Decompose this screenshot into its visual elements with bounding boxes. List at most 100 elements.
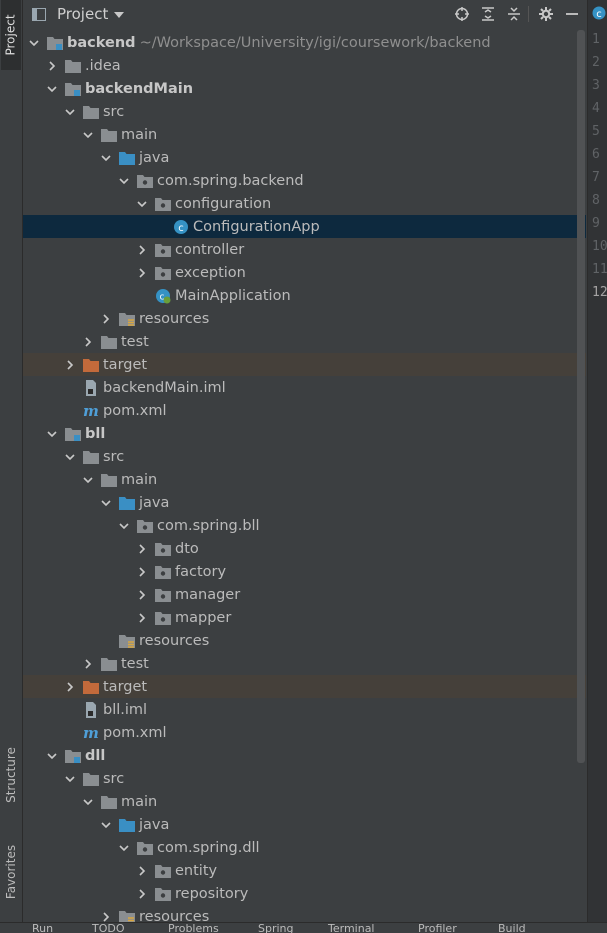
collapse-all-icon[interactable] <box>505 5 523 23</box>
chevron-down-icon[interactable] <box>45 427 59 441</box>
tree-row-test[interactable]: test <box>23 652 586 675</box>
tree-row-java[interactable]: java <box>23 146 586 169</box>
chevron-down-icon[interactable] <box>81 795 95 809</box>
tree-row-backendmain[interactable]: backendMain <box>23 77 586 100</box>
chevron-right-icon[interactable] <box>81 335 95 349</box>
panel-title[interactable]: Project <box>57 5 109 23</box>
tree-row-configuration[interactable]: configuration <box>23 192 586 215</box>
tree-row-target[interactable]: target <box>23 675 586 698</box>
chevron-right-icon[interactable] <box>63 680 77 694</box>
tree-row-exception[interactable]: exception <box>23 261 586 284</box>
chevron-right-icon[interactable] <box>135 588 149 602</box>
folder-icon <box>101 794 117 810</box>
tree-row-resources[interactable]: resources <box>23 905 586 922</box>
tool-window-todo[interactable]: TODO <box>92 922 125 933</box>
tree-row-factory[interactable]: factory <box>23 560 586 583</box>
chevron-down-icon[interactable] <box>114 6 125 22</box>
chevron-down-icon[interactable] <box>81 128 95 142</box>
chevron-down-icon[interactable] <box>63 105 77 119</box>
tree-row-mapper[interactable]: mapper <box>23 606 586 629</box>
chevron-down-icon[interactable] <box>99 151 113 165</box>
tool-window-profiler[interactable]: Profiler <box>418 922 457 933</box>
tool-window-run[interactable]: Run <box>32 922 54 933</box>
chevron-right-icon[interactable] <box>99 312 113 326</box>
tree-row-bll-iml[interactable]: bll.iml <box>23 698 586 721</box>
header-divider <box>528 6 529 22</box>
tree-row-main[interactable]: main <box>23 123 586 146</box>
tree-row-bll[interactable]: bll <box>23 422 586 445</box>
tree-item-label: src <box>103 770 125 787</box>
project-tool-tab[interactable]: Project <box>1 0 21 70</box>
tree-scrollbar[interactable] <box>577 30 585 763</box>
chevron-right-icon[interactable] <box>135 887 149 901</box>
tree-row-main[interactable]: main <box>23 790 586 813</box>
chevron-down-icon[interactable] <box>99 496 113 510</box>
tree-row-controller[interactable]: controller <box>23 238 586 261</box>
tool-window-problems[interactable]: Problems <box>168 922 219 933</box>
tree-row-com-spring-bll[interactable]: com.spring.bll <box>23 514 586 537</box>
tree-row-backendmain-iml[interactable]: backendMain.iml <box>23 376 586 399</box>
chevron-right-icon[interactable] <box>135 542 149 556</box>
chevron-down-icon[interactable] <box>117 841 131 855</box>
tree-row-java[interactable]: java <box>23 491 586 514</box>
chevron-down-icon[interactable] <box>117 519 131 533</box>
chevron-down-icon[interactable] <box>99 818 113 832</box>
chevron-right-icon[interactable] <box>45 59 59 73</box>
tree-row-com-spring-dll[interactable]: com.spring.dll <box>23 836 586 859</box>
chevron-down-icon[interactable] <box>27 36 41 50</box>
tree-row-backend[interactable]: backend~/Workspace/University/igi/course… <box>23 31 586 54</box>
tree-row-java[interactable]: java <box>23 813 586 836</box>
tree-row-main[interactable]: main <box>23 468 586 491</box>
chevron-right-icon[interactable] <box>135 611 149 625</box>
expand-all-icon[interactable] <box>479 5 497 23</box>
chevron-down-icon[interactable] <box>135 197 149 211</box>
chevron-right-icon[interactable] <box>81 657 95 671</box>
tree-row-src[interactable]: src <box>23 767 586 790</box>
tree-row-src[interactable]: src <box>23 100 586 123</box>
tree-row-repository[interactable]: repository <box>23 882 586 905</box>
chevron-down-icon[interactable] <box>45 82 59 96</box>
tree-row-dll[interactable]: dll <box>23 744 586 767</box>
chevron-right-icon[interactable] <box>135 266 149 280</box>
chevron-down-icon[interactable] <box>45 749 59 763</box>
tree-row-resources[interactable]: resources <box>23 629 586 652</box>
tree-item-label: factory <box>175 563 227 580</box>
chevron-right-icon[interactable] <box>135 243 149 257</box>
tree-row--idea[interactable]: .idea <box>23 54 586 77</box>
class-file-tab-icon[interactable]: c <box>592 6 606 24</box>
hide-icon[interactable] <box>563 5 581 23</box>
tree-item-label: main <box>121 471 158 488</box>
package-icon <box>155 541 171 557</box>
gear-icon[interactable] <box>537 5 555 23</box>
tree-row-target[interactable]: target <box>23 353 586 376</box>
project-panel-header: Project <box>23 0 586 28</box>
line-number: 6 <box>592 147 600 162</box>
tool-window-terminal[interactable]: Terminal <box>328 922 375 933</box>
tree-row-entity[interactable]: entity <box>23 859 586 882</box>
tree-row-test[interactable]: test <box>23 330 586 353</box>
chevron-down-icon[interactable] <box>81 473 95 487</box>
locate-icon[interactable] <box>453 5 471 23</box>
tree-row-src[interactable]: src <box>23 445 586 468</box>
tree-row-resources[interactable]: resources <box>23 307 586 330</box>
chevron-right-icon[interactable] <box>135 565 149 579</box>
project-tree[interactable]: backend~/Workspace/University/igi/course… <box>23 28 586 922</box>
chevron-right-icon[interactable] <box>63 358 77 372</box>
tree-item-label: com.spring.bll <box>157 517 260 534</box>
chevron-down-icon[interactable] <box>63 450 77 464</box>
structure-tool-tab[interactable]: Structure <box>1 740 21 810</box>
chevron-down-icon[interactable] <box>117 174 131 188</box>
tool-window-spring[interactable]: Spring <box>258 922 294 933</box>
chevron-right-icon[interactable] <box>99 910 113 923</box>
chevron-right-icon[interactable] <box>135 864 149 878</box>
favorites-tool-tab[interactable]: Favorites <box>1 832 21 912</box>
tree-row-com-spring-backend[interactable]: com.spring.backend <box>23 169 586 192</box>
tree-row-manager[interactable]: manager <box>23 583 586 606</box>
tree-row-dto[interactable]: dto <box>23 537 586 560</box>
tool-window-build[interactable]: Build <box>498 922 526 933</box>
chevron-down-icon[interactable] <box>63 772 77 786</box>
